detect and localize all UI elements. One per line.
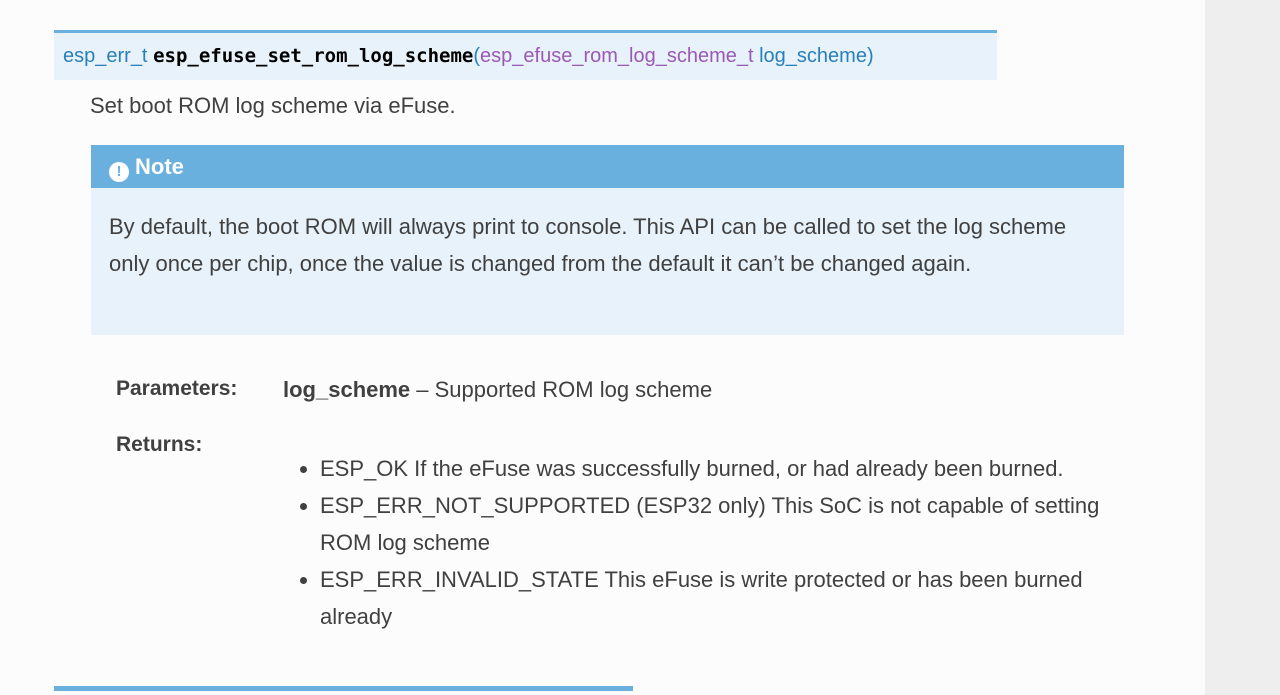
paren-open: ( — [473, 45, 481, 67]
right-sidebar — [1205, 0, 1280, 695]
returns-label: Returns: — [116, 433, 203, 456]
param-name: log_scheme — [759, 45, 867, 67]
list-item: ESP_ERR_INVALID_STATE This eFuse is writ… — [320, 561, 1150, 635]
param-type[interactable]: esp_efuse_rom_log_scheme_t — [480, 45, 754, 67]
paren-close: ) — [866, 45, 874, 67]
note-box: ! Note By default, the boot ROM will alwa… — [91, 145, 1124, 335]
parameter-name: log_scheme — [283, 377, 411, 402]
return-type[interactable]: esp_err_t — [63, 45, 148, 67]
parameter-desc: – Supported ROM log scheme — [410, 377, 713, 402]
parameter-entry: log_scheme – Supported ROM log scheme — [283, 377, 712, 403]
list-item: ESP_ERR_NOT_SUPPORTED (ESP32 only) This … — [320, 487, 1150, 561]
parameters-label: Parameters: — [116, 377, 238, 400]
list-item: ESP_OK If the eFuse was successfully bur… — [320, 450, 1150, 487]
note-title: Note — [135, 154, 184, 179]
function-signature: esp_err_t esp_efuse_set_rom_log_scheme(e… — [54, 30, 997, 80]
description: Set boot ROM log scheme via eFuse. — [90, 93, 456, 118]
returns-list: ESP_OK If the eFuse was successfully bur… — [298, 450, 1150, 635]
exclamation-circle-icon: ! — [109, 162, 129, 182]
note-body: By default, the boot ROM will always pri… — [109, 214, 1067, 276]
function-name: esp_efuse_set_rom_log_scheme — [153, 45, 474, 67]
next-signature-border — [54, 686, 633, 691]
note-header: ! Note — [91, 145, 1124, 188]
